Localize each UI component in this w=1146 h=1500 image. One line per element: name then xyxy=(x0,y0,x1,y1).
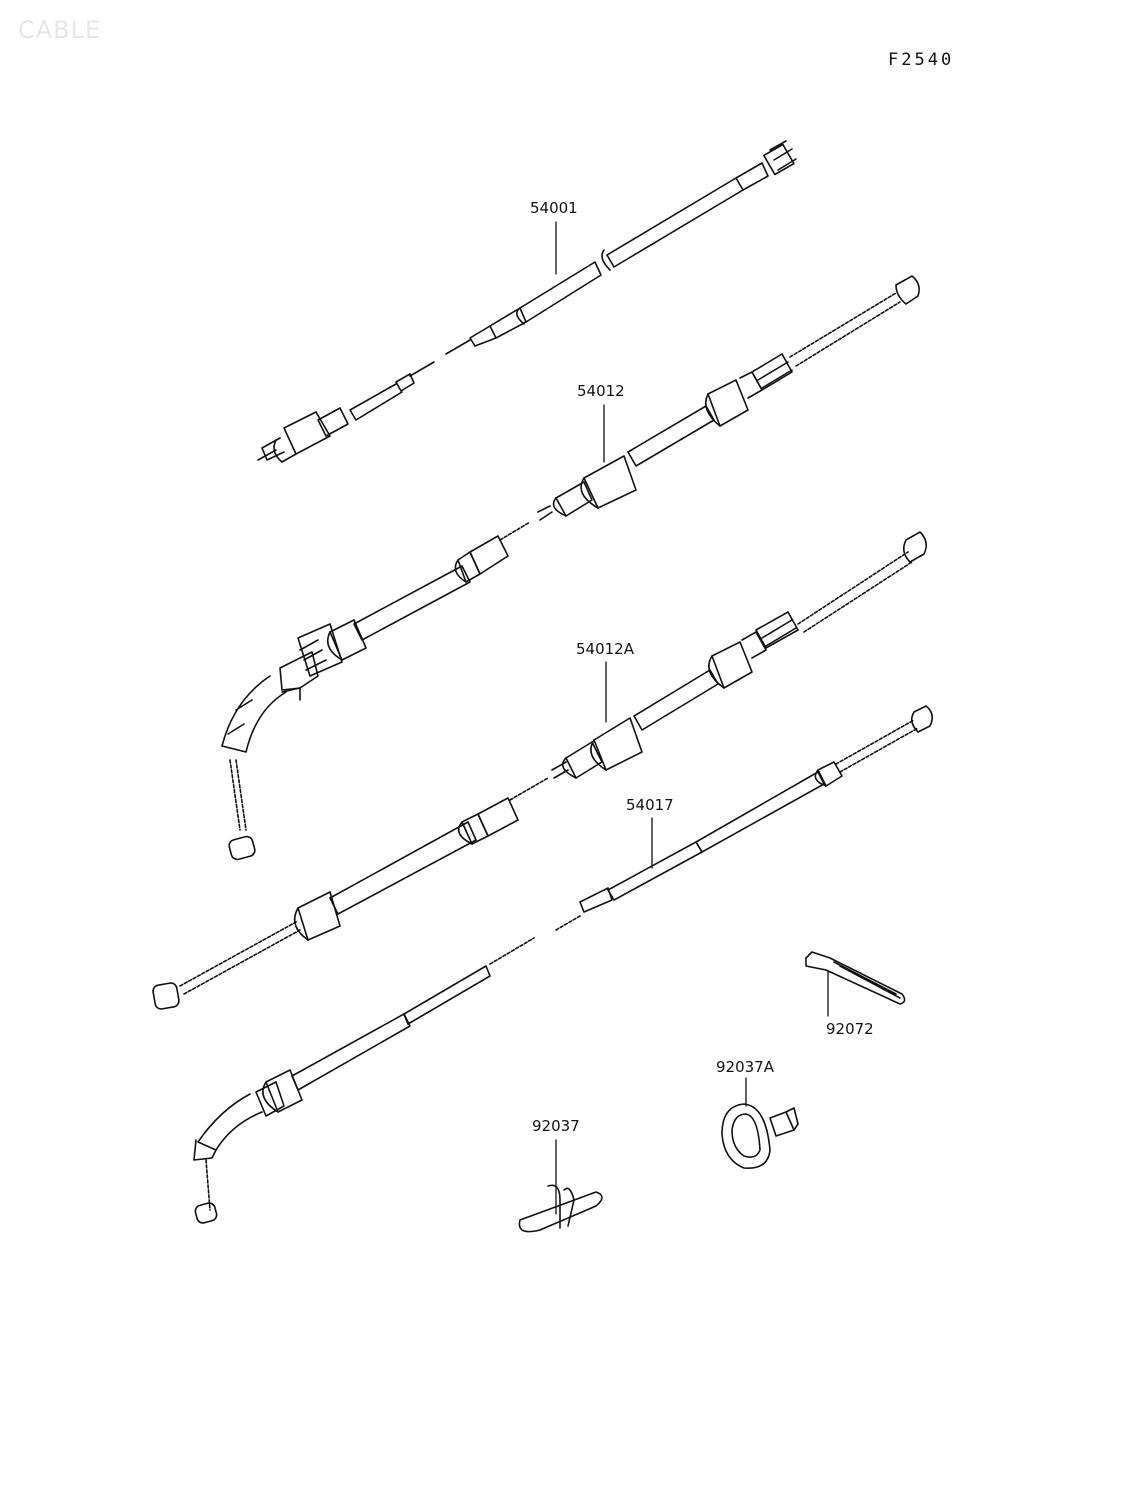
clamp-92072 xyxy=(805,951,906,1005)
cable-54001 xyxy=(257,140,797,463)
part-label-54012: 54012 xyxy=(577,382,625,400)
cable-54012 xyxy=(221,275,920,861)
part-label-54017: 54017 xyxy=(626,796,674,814)
part-label-92037: 92037 xyxy=(532,1117,580,1135)
clamp-92037 xyxy=(518,1184,603,1233)
part-label-92072: 92072 xyxy=(826,1020,874,1038)
part-label-92037a: 92037A xyxy=(716,1058,774,1076)
cable-54017 xyxy=(193,705,934,1224)
cable-54012a xyxy=(152,531,928,1010)
leader-lines xyxy=(555,221,829,1215)
part-label-54001: 54001 xyxy=(530,199,578,217)
figure-code: F2540 xyxy=(888,50,955,70)
part-label-54012a: 54012A xyxy=(576,640,634,658)
clamp-92037a xyxy=(721,1103,799,1169)
watermark-text: CABLE xyxy=(18,16,102,44)
